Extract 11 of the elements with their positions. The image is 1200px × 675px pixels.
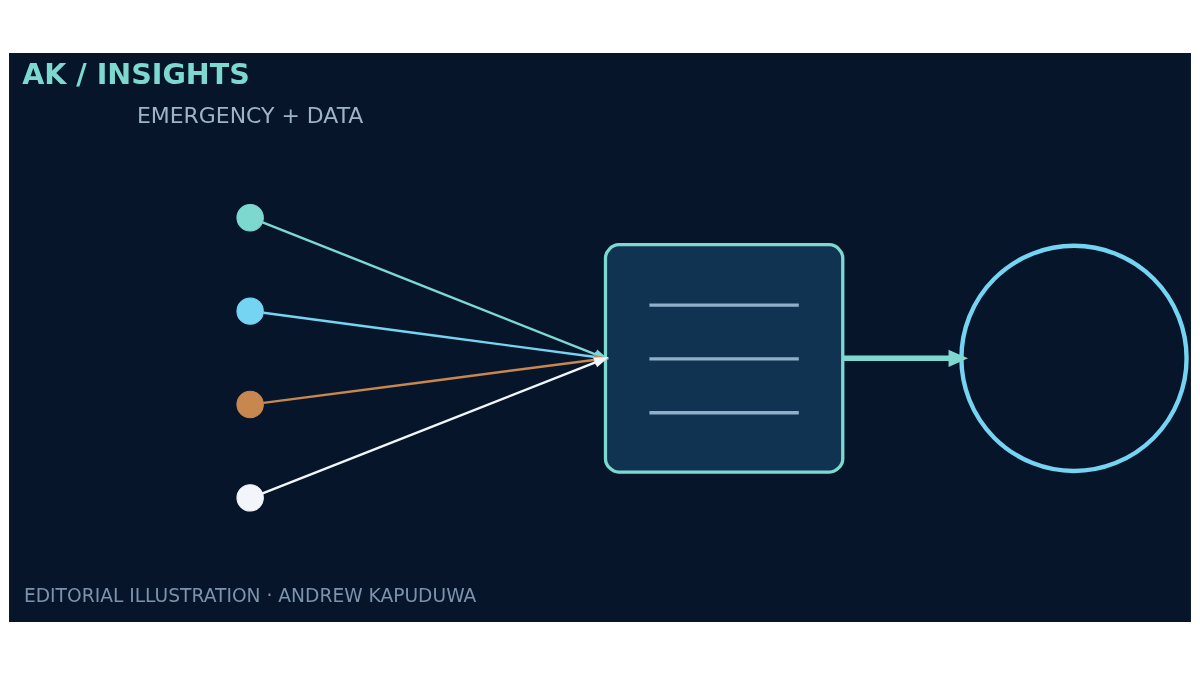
diagram-title: AK / INSIGHTS <box>22 56 250 91</box>
arrow <box>842 349 968 367</box>
node-box <box>603 243 845 474</box>
caption: EDITORIAL ILLUSTRATION · ANDREW KAPUDUWA <box>23 585 477 607</box>
node-circle <box>236 204 264 232</box>
node-circle <box>236 297 264 325</box>
node-circle <box>959 243 1189 474</box>
node-circle <box>236 484 264 512</box>
arrow <box>262 357 609 495</box>
label: EMERGENCY + DATA <box>136 103 364 129</box>
node-circle <box>236 390 264 419</box>
